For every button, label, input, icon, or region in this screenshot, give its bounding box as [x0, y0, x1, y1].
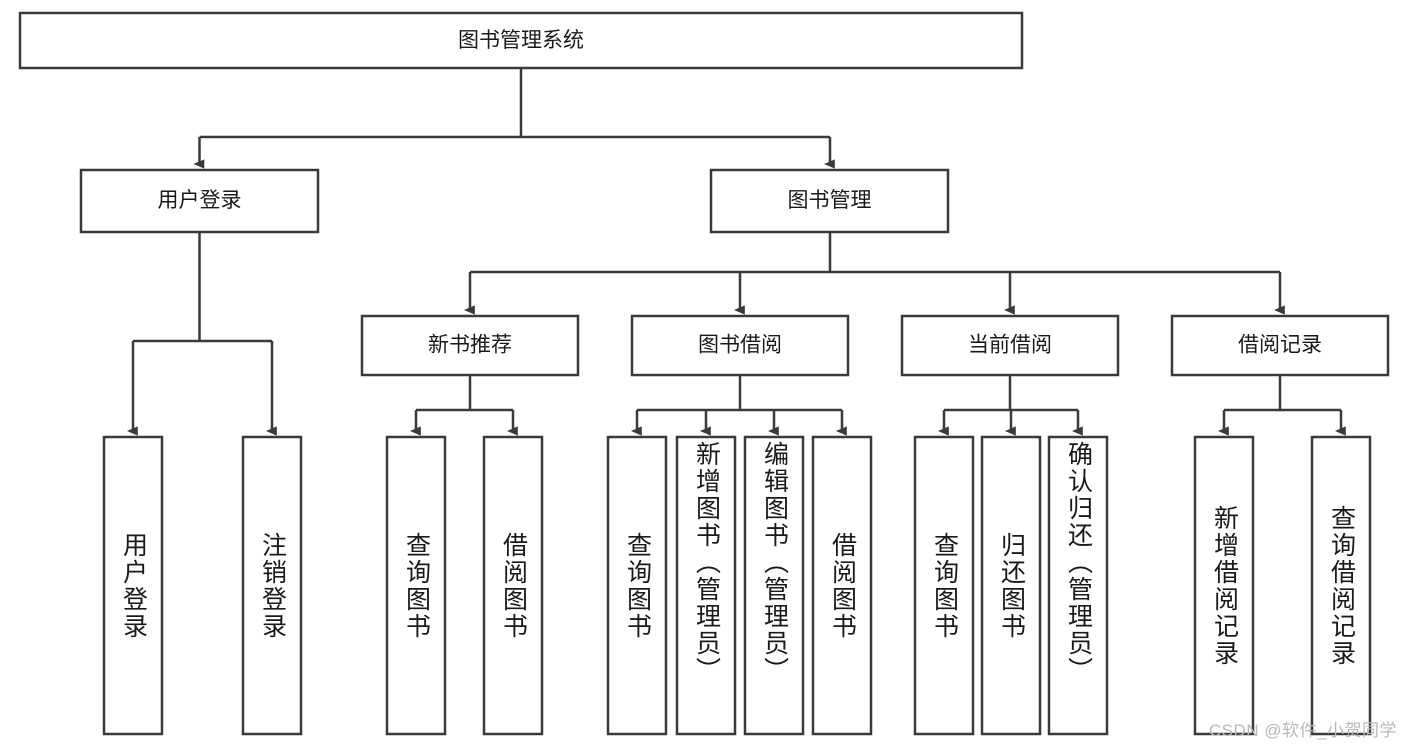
- leaf-edit-book-label: 编辑图书（管理员）: [760, 441, 789, 684]
- leaf-user-login-textwrap: 用户登录: [119, 531, 148, 640]
- node-root[interactable]: 图书管理系统: [18, 11, 1024, 70]
- node-current-borrow[interactable]: 当前借阅: [900, 314, 1120, 377]
- leaf-borrow-book-1-label: 借阅图书: [499, 531, 528, 640]
- leaf-add-record-label: 新增借阅记录: [1210, 504, 1239, 667]
- node-user-login-label: 用户登录: [158, 189, 242, 212]
- node-book-borrow[interactable]: 图书借阅: [630, 314, 850, 377]
- leaf-query-book-3-box[interactable]: [913, 435, 975, 736]
- leaf-logout-textwrap: 注销登录: [258, 531, 287, 640]
- leaf-node[interactable]: 查询借阅记录: [1310, 435, 1372, 736]
- node-borrow-records-box[interactable]: [1170, 314, 1390, 377]
- leaf-confirm-return-label: 确认归还（管理员）: [1064, 441, 1093, 684]
- leaf-edit-book-textwrap: 编辑图书（管理员）: [760, 441, 789, 684]
- leaf-logout-box[interactable]: [241, 435, 303, 736]
- node-current-borrow-box[interactable]: [900, 314, 1120, 377]
- leaf-borrow-book-2-box[interactable]: [811, 435, 873, 736]
- node-user-login-box[interactable]: [79, 168, 320, 234]
- leaf-node[interactable]: 注销登录: [241, 435, 303, 736]
- leaf-add-book-textwrap: 新增图书（管理员）: [692, 441, 721, 684]
- leaf-add-record-box[interactable]: [1193, 435, 1255, 736]
- leaf-node[interactable]: 新增图书（管理员）: [675, 435, 737, 736]
- node-book-management[interactable]: 图书管理: [709, 168, 950, 234]
- leaf-edit-book-box[interactable]: [743, 435, 805, 736]
- leaf-return-book-label: 归还图书: [997, 531, 1026, 640]
- node-borrow-records[interactable]: 借阅记录: [1170, 314, 1390, 377]
- leaf-user-login-box[interactable]: [102, 435, 164, 736]
- leaf-user-login-label: 用户登录: [119, 531, 148, 640]
- leaf-query-record-label: 查询借阅记录: [1327, 504, 1356, 667]
- leaf-node[interactable]: 查询图书: [385, 435, 447, 736]
- node-book-management-box[interactable]: [709, 168, 950, 234]
- leaf-node[interactable]: 归还图书: [980, 435, 1042, 736]
- leaf-confirm-return-textwrap: 确认归还（管理员）: [1064, 441, 1093, 684]
- leaf-node[interactable]: 查询图书: [913, 435, 975, 736]
- watermark-csdn: CSDN @软件_小贺同学: [1208, 721, 1397, 740]
- leaf-node[interactable]: 用户登录: [102, 435, 164, 736]
- leaf-borrow-book-1-box[interactable]: [482, 435, 544, 736]
- node-root-box[interactable]: [18, 11, 1024, 70]
- node-user-login[interactable]: 用户登录: [79, 168, 320, 234]
- leaf-borrow-book-1-textwrap: 借阅图书: [499, 531, 528, 640]
- leaf-borrow-book-2-textwrap: 借阅图书: [828, 531, 857, 640]
- leaf-node[interactable]: 新增借阅记录: [1193, 435, 1255, 736]
- leaf-node[interactable]: 确认归还（管理员）: [1047, 435, 1109, 736]
- node-current-borrow-label: 当前借阅: [968, 334, 1052, 357]
- node-new-book-recommend-label: 新书推荐: [428, 334, 512, 357]
- node-book-borrow-box[interactable]: [630, 314, 850, 377]
- connector-layer: [127, 68, 1346, 436]
- leaf-node[interactable]: 借阅图书: [482, 435, 544, 736]
- leaf-logout-label: 注销登录: [258, 531, 287, 640]
- node-new-book-recommend-box[interactable]: [360, 314, 580, 377]
- leaf-query-record-box[interactable]: [1310, 435, 1372, 736]
- leaf-add-book-label: 新增图书（管理员）: [692, 441, 721, 684]
- leaf-borrow-book-2-label: 借阅图书: [828, 531, 857, 640]
- leaf-node[interactable]: 查询图书: [606, 435, 668, 736]
- leaf-query-book-1-box[interactable]: [385, 435, 447, 736]
- leaf-add-record-textwrap: 新增借阅记录: [1210, 504, 1239, 667]
- leaf-query-book-1-textwrap: 查询图书: [402, 531, 431, 640]
- node-borrow-records-label: 借阅记录: [1238, 334, 1322, 357]
- node-book-borrow-label: 图书借阅: [698, 334, 782, 357]
- leaf-node[interactable]: 借阅图书: [811, 435, 873, 736]
- node-root-label: 图书管理系统: [458, 29, 584, 52]
- leaf-node[interactable]: 编辑图书（管理员）: [743, 435, 805, 736]
- leaf-return-book-textwrap: 归还图书: [997, 531, 1026, 640]
- leaf-query-book-3-label: 查询图书: [930, 531, 959, 640]
- leaf-query-book-1-label: 查询图书: [402, 531, 431, 640]
- leaf-query-book-2-label: 查询图书: [623, 531, 652, 640]
- leaf-query-book-2-box[interactable]: [606, 435, 668, 736]
- leaf-add-book-box[interactable]: [675, 435, 737, 736]
- leaf-query-record-textwrap: 查询借阅记录: [1327, 504, 1356, 667]
- node-book-management-label: 图书管理: [788, 189, 872, 212]
- leaf-query-book-3-textwrap: 查询图书: [930, 531, 959, 640]
- leaf-query-book-2-textwrap: 查询图书: [623, 531, 652, 640]
- node-new-book-recommend[interactable]: 新书推荐: [360, 314, 580, 377]
- leaf-return-book-box[interactable]: [980, 435, 1042, 736]
- leaf-confirm-return-box[interactable]: [1047, 435, 1109, 736]
